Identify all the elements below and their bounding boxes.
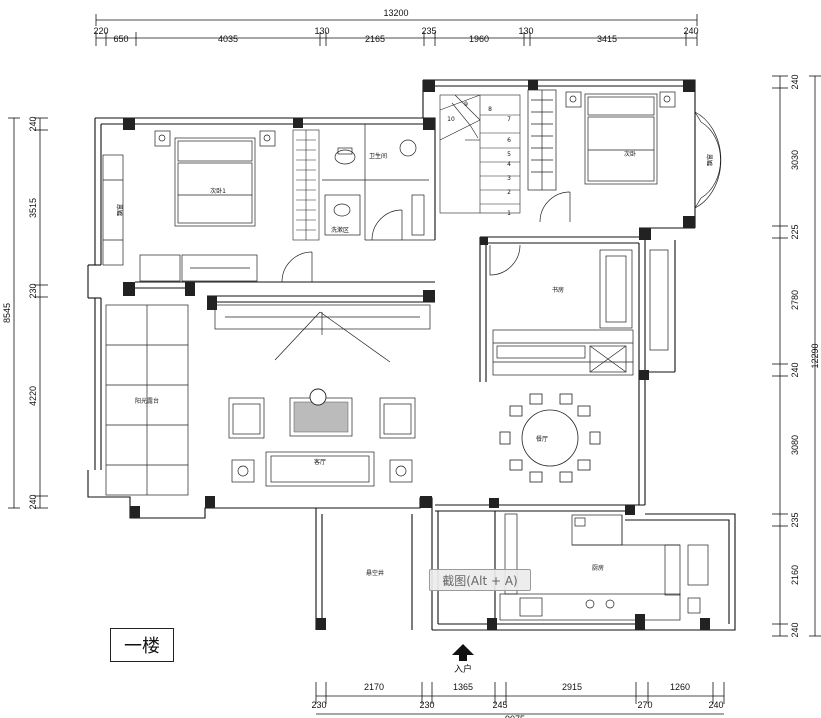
room-label-study: 书房 xyxy=(552,286,564,294)
bedroom1-furniture xyxy=(102,130,313,283)
dim-left-seg: 3515 xyxy=(28,198,38,218)
dim-right-seg: 240 xyxy=(790,622,800,637)
dim-top-seg: 130 xyxy=(314,26,329,36)
dim-top-seg: 650 xyxy=(113,34,128,44)
room-label-living-room: 客厅 xyxy=(314,458,326,466)
stair-number: 8 xyxy=(488,106,492,113)
dim-top-total: 13200 xyxy=(383,8,408,18)
dim-bottom-seg: 240 xyxy=(708,700,723,710)
dim-right-seg: 240 xyxy=(790,74,800,89)
dim-bottom-seg: 245 xyxy=(492,700,507,710)
dim-bottom-seg: 230 xyxy=(419,700,434,710)
dim-top-seg: 3415 xyxy=(597,34,617,44)
room-label-bathroom: 卫生间 xyxy=(369,152,387,160)
wall-columns xyxy=(123,80,710,630)
dim-top-seg: 130 xyxy=(518,26,533,36)
dim-right-seg: 240 xyxy=(790,362,800,377)
entrance-marker xyxy=(438,629,488,661)
dim-bottom-seg: 1260 xyxy=(670,682,690,692)
room-label-bedroom2: 次卧 xyxy=(624,150,636,158)
stair-number: 2 xyxy=(507,189,511,196)
dim-left-total: 8545 xyxy=(2,303,12,323)
dim-left-seg: 240 xyxy=(28,494,38,509)
dim-bottom-seg: 2915 xyxy=(562,682,582,692)
walls xyxy=(87,79,736,631)
floor-label: 一楼 xyxy=(110,628,174,662)
living-room-furniture xyxy=(214,304,431,487)
dim-right-seg: 235 xyxy=(790,512,800,527)
dim-top-seg: 2165 xyxy=(365,34,385,44)
balcony-area xyxy=(105,304,189,496)
stair-number: 4 xyxy=(507,161,511,168)
dim-top-seg: 235 xyxy=(421,26,436,36)
room-label-wash-area: 洗漱区 xyxy=(331,226,349,234)
room-label-dining: 餐厅 xyxy=(536,435,548,443)
study-furniture xyxy=(489,244,669,376)
dim-top-seg: 1960 xyxy=(469,34,489,44)
screenshot-tooltip: 截图(Alt + A) xyxy=(429,569,531,591)
dim-bottom-total: 9075 xyxy=(505,714,525,718)
stair-number: 3 xyxy=(507,175,511,182)
dim-left-seg: 240 xyxy=(28,116,38,131)
kitchen-fixtures xyxy=(499,513,709,621)
dim-top-seg: 220 xyxy=(93,26,108,36)
dim-right-seg: 225 xyxy=(790,224,800,239)
left-dimension-lines xyxy=(8,117,48,509)
room-label-window2: 飘窗 xyxy=(706,154,714,166)
dim-right-total: 12290 xyxy=(810,343,820,368)
dining-table xyxy=(499,393,601,483)
living-room-rug xyxy=(293,401,349,433)
room-label-balcony: 阳光露台 xyxy=(135,397,159,405)
top-dimension-lines xyxy=(95,14,698,46)
room-label-bedroom1: 次卧1 xyxy=(210,187,226,195)
dim-bottom-seg: 230 xyxy=(311,700,326,710)
dim-top-seg: 4035 xyxy=(218,34,238,44)
right-dimension-lines xyxy=(772,75,821,637)
room-label-window1: 飘窗 xyxy=(116,204,124,216)
dim-right-seg: 2160 xyxy=(790,565,800,585)
bottom-dimension-lines xyxy=(315,682,725,715)
wardrobe-1 xyxy=(292,129,320,241)
stair-number: 5 xyxy=(507,151,511,158)
dim-left-seg: 4220 xyxy=(28,386,38,406)
dim-right-seg: 2780 xyxy=(790,290,800,310)
dim-right-seg: 3080 xyxy=(790,435,800,455)
lamp-icon xyxy=(309,388,327,406)
entrance-label: 入户 xyxy=(454,663,472,675)
staircase xyxy=(439,94,521,214)
dim-right-seg: 3030 xyxy=(790,150,800,170)
dim-left-seg: 230 xyxy=(28,283,38,298)
room-label-void: 悬空井 xyxy=(366,569,384,577)
stair-number: 10 xyxy=(447,116,455,123)
bedroom2-furniture xyxy=(527,89,722,223)
bathroom-fixtures xyxy=(322,124,435,241)
stair-number: 6 xyxy=(507,137,511,144)
stair-number: 1 xyxy=(507,210,511,217)
dim-bottom-seg: 270 xyxy=(637,700,652,710)
room-label-kitchen: 厨房 xyxy=(592,564,604,572)
stair-number: 9 xyxy=(464,101,468,108)
stair-number: 7 xyxy=(507,116,511,123)
dim-top-seg: 240 xyxy=(683,26,698,36)
dim-bottom-seg: 2170 xyxy=(364,682,384,692)
dim-bottom-seg: 1365 xyxy=(453,682,473,692)
